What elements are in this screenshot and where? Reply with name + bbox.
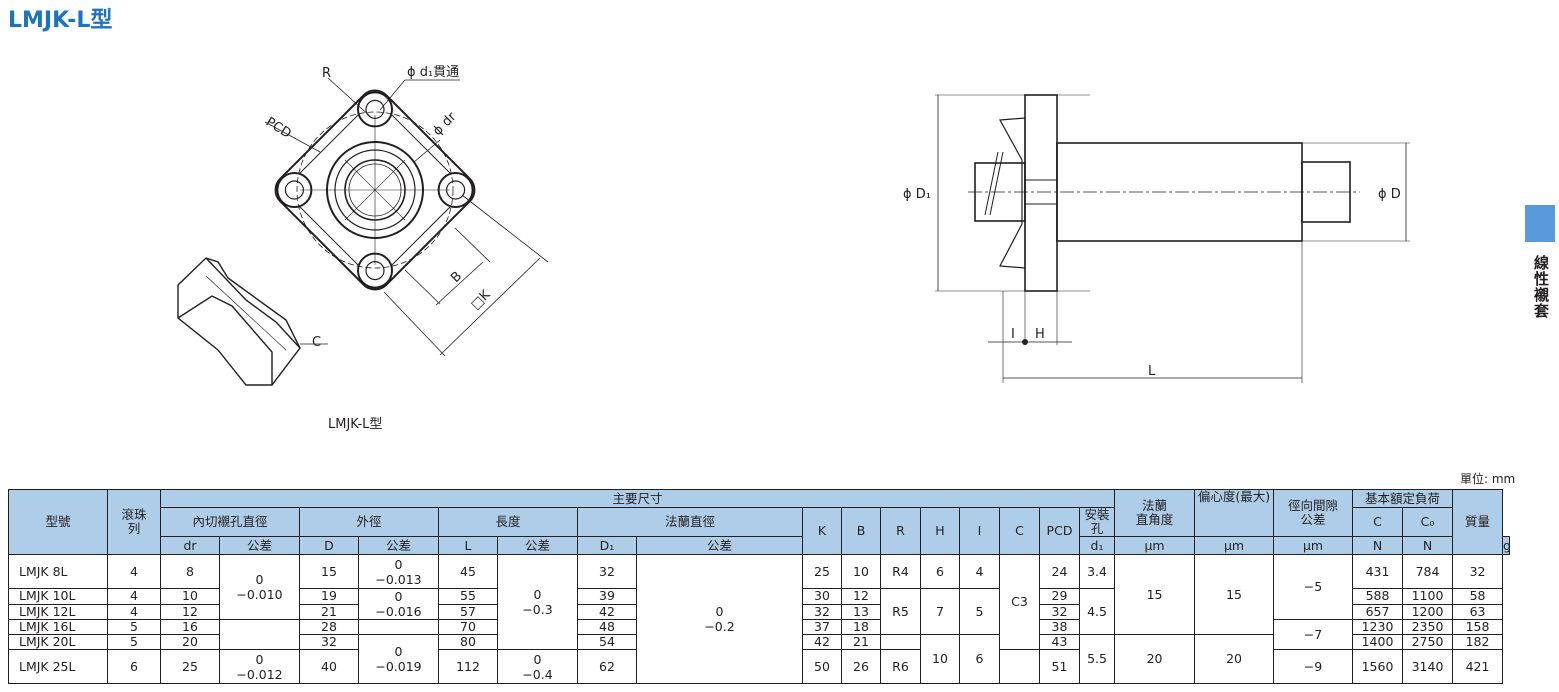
th-outer: 外徑 <box>299 507 439 537</box>
table-row: LMJK 16L 5 16 28 70 48 37 18 38 −7 1230 … <box>8 619 1510 650</box>
front-view <box>274 89 476 291</box>
table-row: LMJK 12L 4 12 21 57 42 32 13 32 657 1200… <box>8 603 1510 620</box>
th-ball-rows: 滾珠列 <box>107 489 161 555</box>
th-radial-unit: μm <box>1273 536 1354 555</box>
th-ecc-unit: μm <box>1194 536 1275 555</box>
spec-table: 型號 滾珠列 主要尺寸 法蘭直角度 偏心度(最大) 徑向間隙公差 基本額定負荷 … <box>8 489 1511 684</box>
th-C: C <box>999 507 1040 555</box>
label-B: B <box>448 269 465 286</box>
technical-drawing: R ϕ d₁貫通 ϕ dr PCD B □K C ϕ D₁ ϕ D I H L <box>177 65 1410 386</box>
th-radial: 徑向間隙公差 <box>1273 489 1354 537</box>
label-R: R <box>322 66 331 81</box>
th-L-tol: 公差 <box>497 536 578 555</box>
th-inscribed: 內切襯孔直徑 <box>160 507 300 537</box>
side-tab-label: 線性襯套 <box>1532 255 1550 319</box>
th-R: R <box>880 507 921 555</box>
th-model: 型號 <box>8 489 108 555</box>
th-mass: 質量 <box>1452 489 1504 555</box>
th-rated-load: 基本額定負荷 <box>1352 489 1454 508</box>
th-I: I <box>959 507 1000 555</box>
table-row: LMJK 8L 4 8 0−0.010 15 0−0.013 45 0−0.3 … <box>8 554 1510 684</box>
th-C0-unit: N <box>1402 536 1454 555</box>
figure-caption: LMJK-L型 <box>328 417 383 432</box>
th-D1: D₁ <box>577 536 637 555</box>
th-L: L <box>438 536 498 555</box>
label-D1: ϕ D₁ <box>903 187 931 202</box>
th-mass-unit: g <box>1502 536 1511 555</box>
header-row-1: 型號 滾珠列 主要尺寸 法蘭直角度 偏心度(最大) 徑向間隙公差 基本額定負荷 … <box>8 489 1510 555</box>
label-I: I <box>1011 327 1015 342</box>
header-row-3: dr 公差 D 公差 L 公差 D₁ 公差 d₁ μm μm μm N N g <box>9 536 1511 555</box>
label-K: □K <box>468 287 494 313</box>
chamfer-detail-view <box>177 257 328 386</box>
label-L: L <box>1148 364 1156 379</box>
unit-label: 單位: mm <box>1460 472 1516 486</box>
th-flange-dia: 法蘭直徑 <box>577 507 803 537</box>
th-D1-tol: 公差 <box>636 536 803 555</box>
th-d1: d₁ <box>1078 536 1116 555</box>
th-Cdyn: C <box>1352 507 1404 537</box>
label-d1: ϕ d₁貫通 <box>407 65 459 80</box>
label-C: C <box>312 335 321 350</box>
th-H: H <box>920 507 960 555</box>
th-C0: C₀ <box>1402 507 1454 537</box>
th-D-tol: 公差 <box>358 536 439 555</box>
th-PCD: PCD <box>1039 507 1080 555</box>
th-length: 長度 <box>438 507 578 537</box>
side-view <box>935 94 1410 383</box>
th-perp-unit: μm <box>1114 536 1196 555</box>
th-K: K <box>802 507 842 555</box>
th-mount-hole: 安裝孔 <box>1078 507 1116 537</box>
label-D: ϕ D <box>1378 187 1401 202</box>
th-Cdyn-unit: N <box>1352 536 1404 555</box>
label-H: H <box>1035 327 1045 342</box>
header-row-2: 內切襯孔直徑 外徑 長度 法蘭直徑 K B R H I C PCD 安裝孔 C … <box>9 507 1510 555</box>
th-main-dims: 主要尺寸 <box>159 489 1116 508</box>
table-row: LMJK 25L 6 25 0−0.012 40 112 0−0.4 62 50… <box>8 649 1510 684</box>
th-dr-tol: 公差 <box>219 536 300 555</box>
side-tab-marker[interactable] <box>1525 205 1555 242</box>
page-title: LMJK-L型 <box>8 8 113 33</box>
th-flange-perp: 法蘭直角度 <box>1114 489 1196 537</box>
label-dr: ϕ dr <box>430 109 460 139</box>
th-B: B <box>841 507 881 555</box>
th-eccentric: 偏心度(最大) <box>1194 489 1275 537</box>
table-row: LMJK 10L 4 10 19 0−0.016 55 39 30 12 R5 … <box>8 588 1510 635</box>
th-D: D <box>299 536 359 555</box>
th-dr: dr <box>160 536 220 555</box>
label-pcd: PCD <box>263 115 294 142</box>
